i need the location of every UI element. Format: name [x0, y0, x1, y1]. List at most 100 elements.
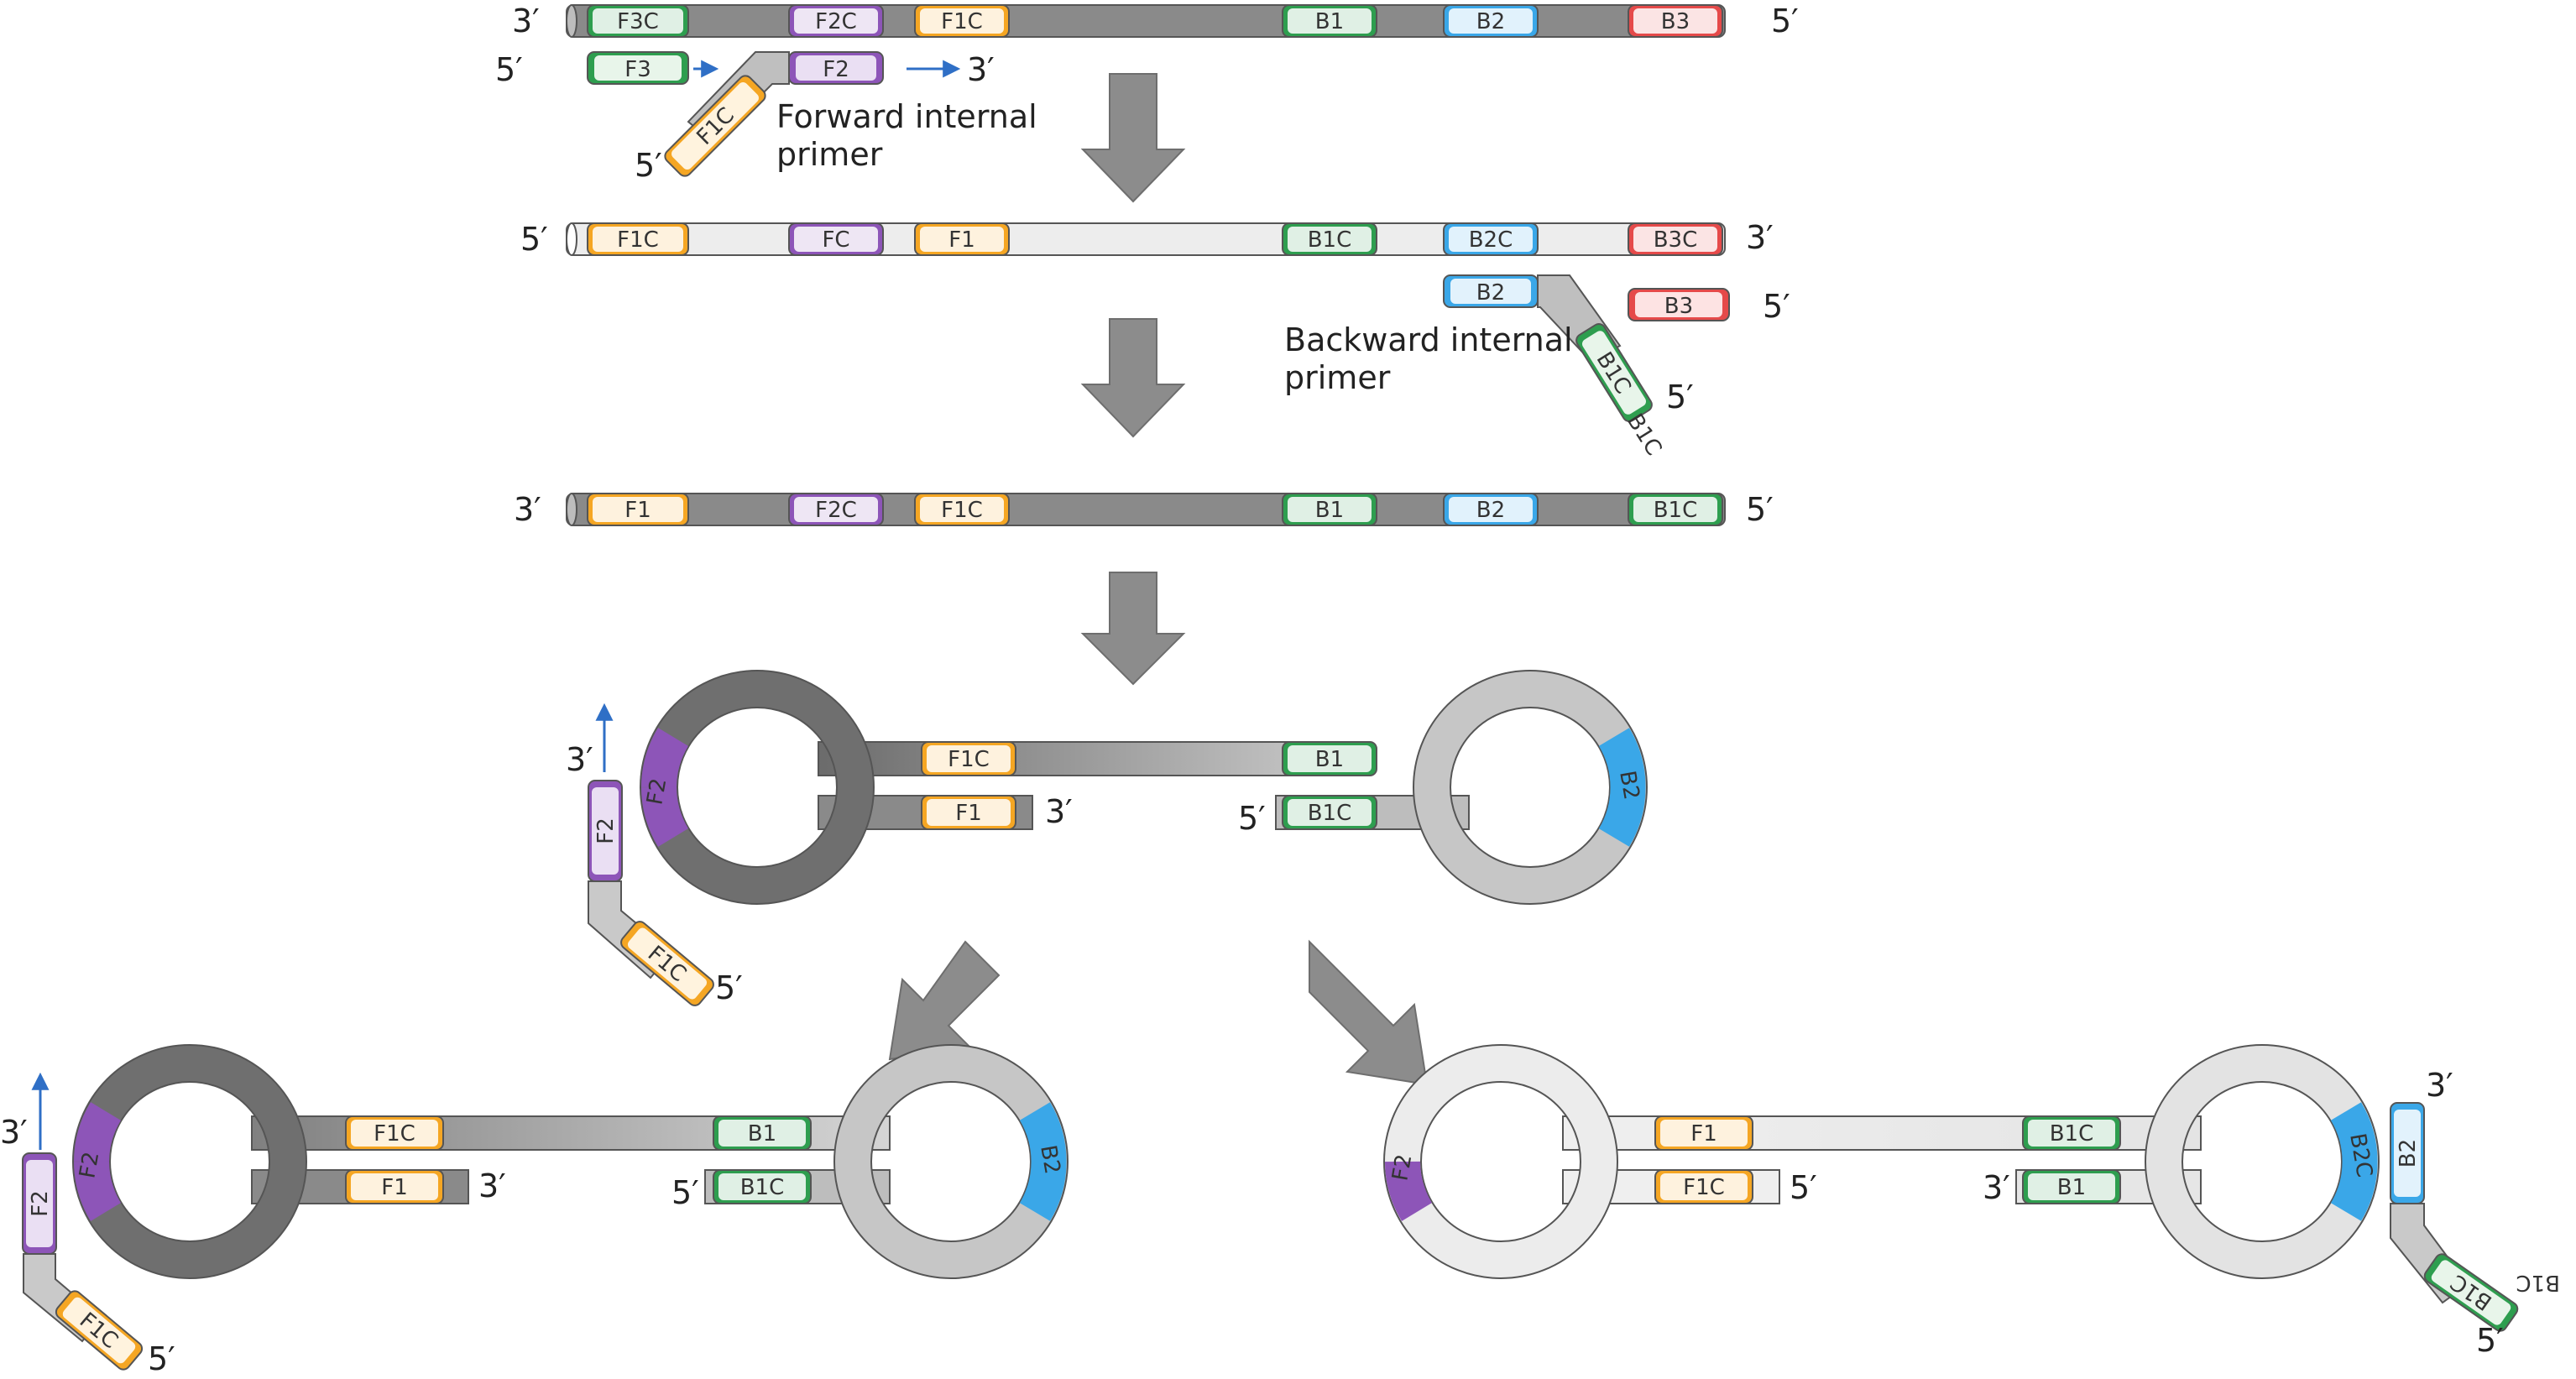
b3-primer-label: B3 [1664, 294, 1693, 319]
dumbbell-right-primer-3end: 3′ [2426, 1067, 2453, 1104]
strand-3-segment-f1c: F1C [914, 493, 1010, 526]
dumbbell-right-loop-left-label: F2 [1387, 1152, 1417, 1183]
strand-1-cap [566, 4, 577, 38]
fip-caption-1: Forward internal [776, 98, 1037, 135]
dumbbell-center-5end: 5′ [1238, 800, 1266, 837]
dumbbell-right-3end: 3′ [1983, 1169, 2010, 1206]
dumbbell-right-primer: B2 3′ B1C B1C 5′ [2390, 1067, 2560, 1359]
strand-3-segment-b2: B2 [1443, 493, 1539, 526]
dumbbell-center-b1c-label: B1C [1308, 801, 1352, 826]
strand-1-segment-f1c-face [920, 8, 1004, 34]
strand-1-body [566, 4, 1726, 38]
dumbbell-left-loop-left-label: F2 [75, 1150, 104, 1180]
step-arrow-3 [1080, 572, 1186, 686]
dumbbell-right-primer-tail: B1C [2516, 1270, 2560, 1295]
dumbbell-left-5end: 5′ [671, 1174, 699, 1211]
strand-2-left-end: 5′ [520, 221, 548, 258]
strand-1-segment-f2c-face [794, 8, 878, 34]
dumbbell-left-primer: 3′ F2 F1C 5′ [0, 1072, 175, 1377]
dumbbell-center-f1c: F1C [921, 741, 1016, 776]
b3-primer-face [1635, 292, 1722, 317]
dumbbell-left-primer-f2-label: F2 [28, 1190, 53, 1217]
dumbbell-center-loop-left-label: F2 [642, 776, 671, 807]
strand-3-segment-f2c-label: F2C [815, 498, 857, 523]
strand-3-segment-f1-face [593, 497, 683, 522]
strand-2-segment-b1c-label: B1C [1308, 227, 1352, 253]
dumbbell-center-b1: B1 [1282, 741, 1377, 776]
strand-2-segment-fc: FC [788, 222, 884, 256]
strand-3-segment-b1c-label: B1C [1654, 498, 1698, 523]
strand-2-segment-b1c: B1C [1282, 222, 1377, 256]
fip-caption-2: primer [776, 136, 883, 173]
strand-1-segment-b3-face [1633, 8, 1717, 34]
fip-f2-label: F2 [823, 57, 849, 82]
dumbbell-center-f2-arc [641, 728, 689, 788]
f3-primer-5end: 5′ [495, 51, 523, 88]
dumbbell-left-f1c-label: F1C [374, 1121, 415, 1147]
dumbbell-left: F2 B2 3′ 5′ [72, 1044, 1069, 1279]
strand-2: 5′ 3′ [520, 219, 1774, 258]
strand-1-segment-b2-label: B2 [1476, 9, 1505, 34]
dumbbell-right-f1c-label: F1C [1683, 1175, 1725, 1200]
dumbbell-left-f1-label: F1 [381, 1175, 408, 1200]
strand-2-segment-f1c-label: F1C [617, 227, 659, 253]
strand-1-segment-f1c: F1C [914, 4, 1010, 38]
dumbbell-center-left-loop [641, 671, 873, 903]
strand-1-segment-f3c-label: F3C [617, 9, 659, 34]
step-arrow-left [888, 940, 1001, 1061]
strand-3-cap [566, 493, 577, 526]
dumbbell-center-primer-f1c: F1C [620, 921, 714, 1006]
dumbbell-center-b1-label: B1 [1315, 747, 1344, 772]
dumbbell-center-top-strand [818, 741, 1340, 776]
strand-3-segment-f1-label: F1 [624, 498, 651, 523]
dumbbell-left-b1-face [718, 1120, 806, 1147]
dumbbell-left-b1c: B1C [713, 1169, 812, 1204]
strand-3-right-end: 5′ [1746, 491, 1774, 528]
dumbbell-left-f2-arc [74, 1102, 122, 1162]
strand-2-segment-b2c-face [1449, 227, 1533, 252]
dumbbell-left-primer-f1c: F1C [55, 1290, 144, 1371]
dumbbell-right-b1-face [2028, 1173, 2115, 1200]
strand-3-segment-f1: F1 [587, 493, 689, 526]
dumbbell-right-right-loop [2146, 1046, 2378, 1277]
strand-1-segment-b3: B3 [1628, 4, 1723, 38]
dumbbell-left-right-loop [835, 1046, 1067, 1277]
strand-3-segment-b1-label: B1 [1315, 498, 1344, 523]
bip-b2-label: B2 [1476, 280, 1505, 306]
strand-1-segment-b2-face [1449, 8, 1533, 34]
strand-1-segment-f1c-label: F1C [941, 9, 983, 34]
dumbbell-center-b1-face [1288, 745, 1372, 772]
dumbbell-left-primer-5end: 5′ [148, 1340, 175, 1375]
fip-f1c: F1C [664, 75, 766, 177]
strand-1-right-end: 5′ [1771, 3, 1799, 39]
f3-primer-label: F3 [624, 57, 651, 82]
dumbbell-center-primer: 3′ F2 F1C 5′ [566, 703, 743, 1006]
bip-5end: 5′ [1666, 379, 1694, 415]
strand-3-segment-b1-face [1288, 497, 1372, 522]
strand-1-segment-f3c: F3C [587, 4, 689, 38]
dumbbell-center-loop-right-label: B2 [1614, 769, 1644, 802]
dumbbell-center-b1c-face [1288, 799, 1372, 826]
dumbbell-center-f1c-face [927, 745, 1011, 772]
strand-1-left-end: 3′ [512, 3, 540, 39]
dumbbell-center-b1c: B1C [1282, 795, 1377, 830]
dumbbell-left-b1-label: B1 [748, 1121, 776, 1147]
bip-b2-face [1450, 279, 1531, 304]
fip-f2-face [796, 55, 876, 81]
dumbbell-left-left-loop [74, 1046, 306, 1277]
dumbbell-center-f1: F1 [921, 795, 1016, 830]
strand-2-right-end: 3′ [1746, 219, 1774, 256]
dumbbell-left-3end: 3′ [478, 1167, 506, 1204]
step-arrow-right [1309, 939, 1429, 1086]
dumbbell-right-b1: B1 [2022, 1169, 2121, 1204]
dumbbell-left-f1c-face [351, 1120, 438, 1147]
strand-2-segment-b3c: B3C [1628, 222, 1723, 256]
dumbbell-left-f1: F1 [345, 1169, 444, 1204]
dumbbell-center-b2-arc [1598, 728, 1646, 847]
strand-2-segment-f1c: F1C [587, 222, 689, 256]
strand-2-segment-f1-label: F1 [948, 227, 975, 253]
dumbbell-left-b1c-face [718, 1173, 806, 1200]
